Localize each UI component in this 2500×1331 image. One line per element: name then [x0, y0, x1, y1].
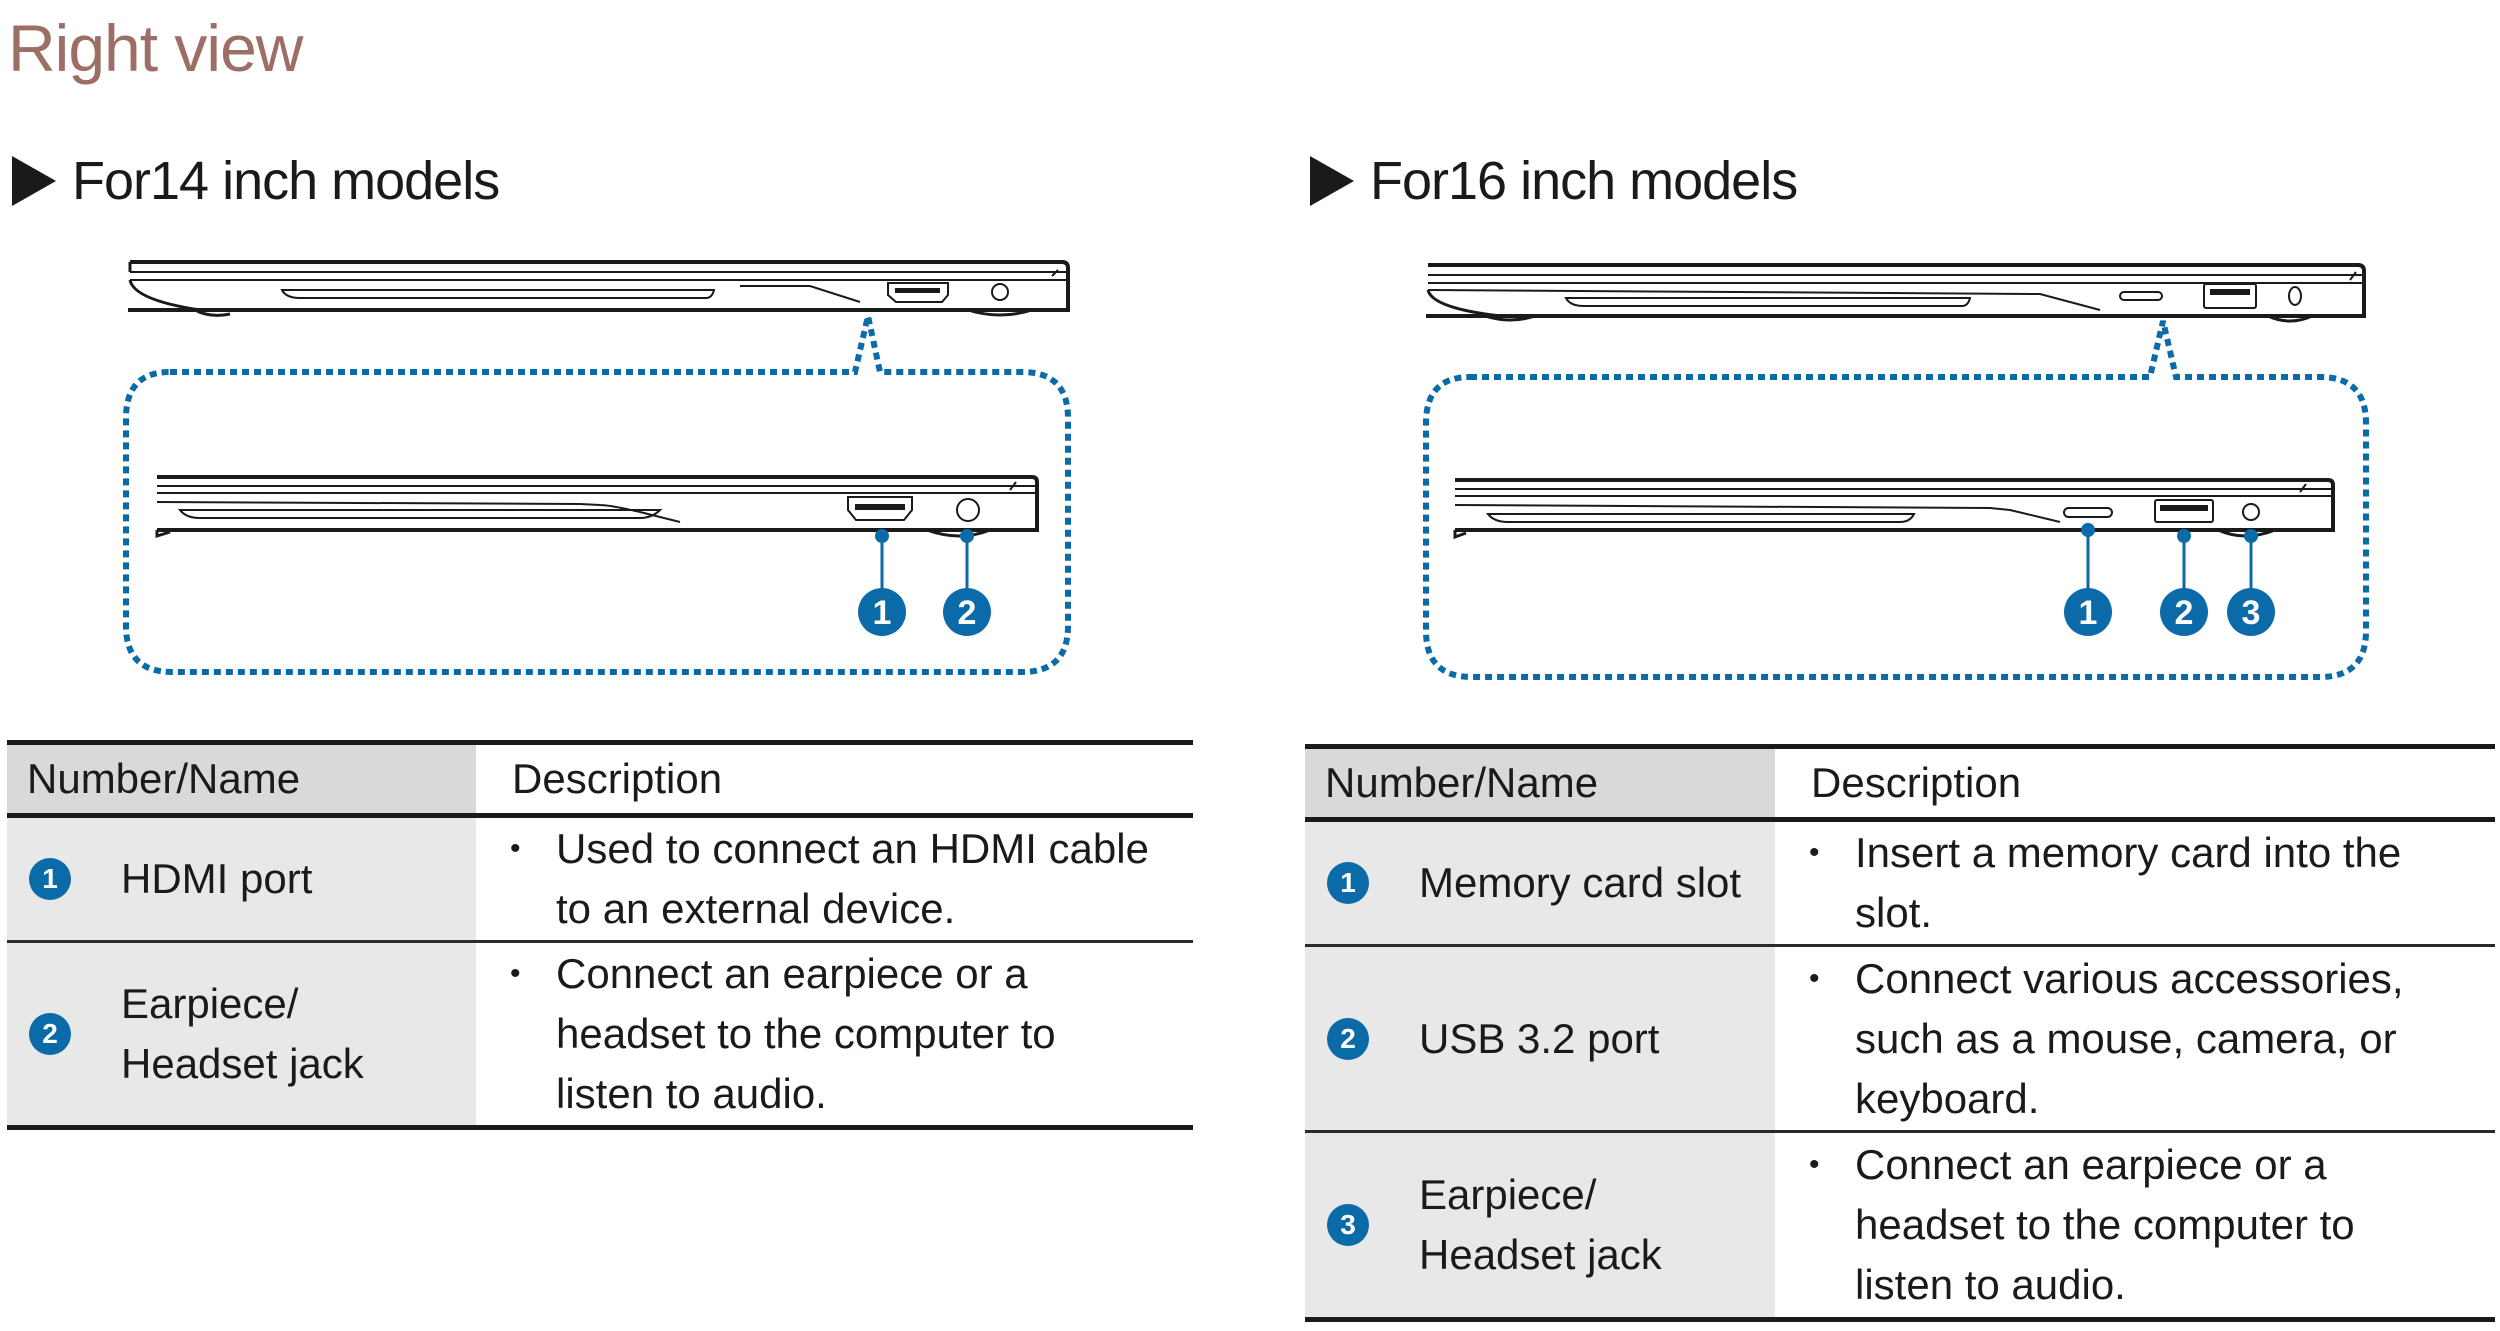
section-heading-text: For14 inch models	[72, 151, 500, 211]
laptop-side-overview-icon	[1426, 263, 2366, 323]
figure-16-svg: 1 2 3	[1423, 263, 2369, 680]
table-row: 1 HDMI port • Used to connect an HDMI ca…	[7, 815, 1193, 942]
table-header-row: Number/Name Description	[7, 742, 1193, 816]
audio-jack-zoomed-icon	[956, 498, 980, 522]
table-row: 2 USB 3.2 port • Connect various accesso…	[1305, 945, 2495, 1132]
usb-port-icon	[2203, 283, 2257, 309]
laptop-side-overview-icon	[128, 260, 1070, 317]
callout-2: 2	[2160, 529, 2208, 636]
number-badge: 1	[1327, 862, 1369, 904]
hdmi-port-zoomed-icon	[847, 496, 913, 521]
section-heading-16-inch: For16 inch models	[1310, 150, 1798, 212]
bullet-icon: •	[510, 832, 521, 865]
usb-port-zoomed-icon	[2154, 499, 2214, 523]
number-badge: 1	[29, 858, 71, 900]
laptop-side-zoomed-icon	[1453, 478, 2335, 540]
table-row: 1 Memory card slot • Insert a memory car…	[1305, 819, 2495, 946]
audio-jack-icon	[991, 283, 1009, 301]
port-name: Earpiece/ Headset jack	[121, 980, 364, 1087]
table-header-row: Number/Name Description	[1305, 746, 2495, 820]
number-badge: 2	[1327, 1017, 1369, 1060]
triangle-bullet-icon	[1310, 156, 1354, 206]
section-heading-text: For16 inch models	[1370, 151, 1798, 211]
bullet-icon: •	[510, 957, 521, 990]
bullet-icon: •	[1809, 961, 1820, 995]
zoom-callout-frame	[123, 315, 1071, 675]
table-row: 2 Earpiece/ Headset jack • Connect an ea…	[7, 941, 1193, 1128]
column-header-description: Description	[1775, 746, 2495, 820]
callout-1: 1	[2064, 523, 2112, 636]
memory-card-slot-icon	[2119, 291, 2163, 301]
ports-table-16-inch: Number/Name Description 1 Memory card sl…	[1305, 744, 2495, 1322]
bullet-icon: •	[1809, 1148, 1820, 1181]
callout-3: 3	[2227, 529, 2275, 636]
port-description: Connect various accessories, such as a m…	[1855, 954, 2404, 1122]
callout-number: 2	[2175, 594, 2194, 632]
ports-table-14-inch: Number/Name Description 1 HDMI port • Us…	[7, 740, 1193, 1130]
port-name: Earpiece/ Headset jack	[1419, 1171, 1662, 1278]
port-description: Insert a memory card into the slot.	[1855, 829, 2402, 936]
figure-16-inch-right-view: 1 2 3	[1423, 263, 2369, 680]
port-description: Used to connect an HDMI cable to an exte…	[556, 825, 1149, 932]
callout-2: 2	[943, 529, 991, 636]
callout-number: 1	[873, 594, 892, 632]
figure-14-svg: 1 2	[123, 260, 1071, 675]
zoom-callout-frame	[1423, 320, 2369, 680]
port-name: USB 3.2 port	[1419, 1014, 1660, 1062]
number-badge: 3	[1327, 1204, 1369, 1246]
port-name: Memory card slot	[1419, 859, 1742, 906]
port-description: Connect an earpiece or a headset to the …	[1855, 1141, 2355, 1308]
port-name: HDMI port	[121, 855, 313, 902]
callout-number: 3	[2242, 594, 2261, 632]
page-title: Right view	[8, 11, 303, 85]
audio-jack-zoomed-icon	[2242, 503, 2260, 521]
callout-number: 1	[2079, 594, 2098, 632]
triangle-bullet-icon	[12, 156, 56, 206]
bullet-icon: •	[1809, 836, 1820, 869]
port-description: Connect an earpiece or a headset to the …	[556, 950, 1056, 1117]
figure-14-inch-right-view: 1 2	[0, 0, 1250, 720]
laptop-side-zoomed-icon	[155, 475, 1039, 539]
section-heading-14-inch: For14 inch models	[12, 150, 500, 212]
table-row: 3 Earpiece/ Headset jack • Connect an ea…	[1305, 1131, 2495, 1320]
column-header-description: Description	[476, 742, 1193, 816]
callout-number: 2	[958, 594, 977, 632]
audio-jack-icon	[2288, 286, 2302, 306]
column-header-number-name: Number/Name	[1305, 746, 1775, 820]
hdmi-port-icon	[887, 282, 949, 303]
column-header-number-name: Number/Name	[7, 742, 476, 816]
callout-1: 1	[858, 529, 906, 636]
memory-card-slot-zoomed-icon	[2063, 507, 2113, 518]
number-badge: 2	[29, 1013, 71, 1055]
